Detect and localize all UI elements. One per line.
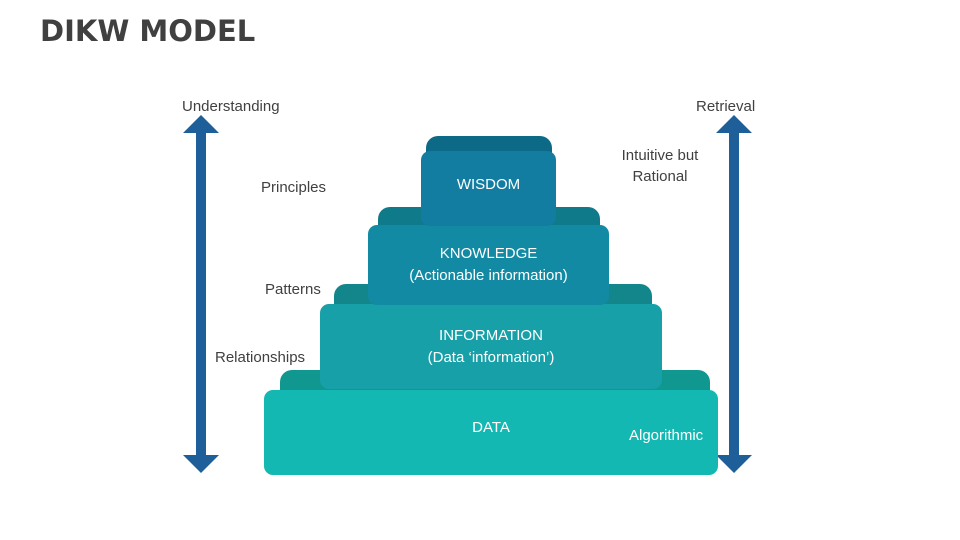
retrieval-double-arrow <box>716 115 752 473</box>
knowledge-tier-title: KNOWLEDGE <box>439 245 538 262</box>
principles-label: Principles <box>261 179 327 196</box>
knowledge-tier-front: KNOWLEDGE (Actionable information) <box>368 225 609 305</box>
understanding-label: Understanding <box>182 98 280 115</box>
knowledge-tier-subtitle: (Actionable information) <box>409 267 568 284</box>
algorithmic-label: Algorithmic <box>629 427 704 444</box>
patterns-label: Patterns <box>265 281 321 298</box>
information-tier-subtitle: (Data ‘information’) <box>427 348 555 366</box>
relationships-label: Relationships <box>215 349 306 366</box>
data-tier-title: DATA <box>472 418 510 436</box>
data-tier-front: DATA <box>264 390 718 475</box>
wisdom-tier-title: WISDOM <box>456 175 521 193</box>
information-tier-title: INFORMATION <box>439 326 543 344</box>
information-tier-front: INFORMATION (Data ‘information’) <box>320 304 662 389</box>
retrieval-label: Retrieval <box>696 98 756 115</box>
page-title: DIKW MODEL <box>40 14 256 48</box>
wisdom-tier-front: WISDOM <box>421 151 556 226</box>
understanding-double-arrow <box>183 115 219 473</box>
intuitive-but-label: Intuitive but <box>621 147 699 164</box>
rational-label: Rational <box>632 168 688 185</box>
